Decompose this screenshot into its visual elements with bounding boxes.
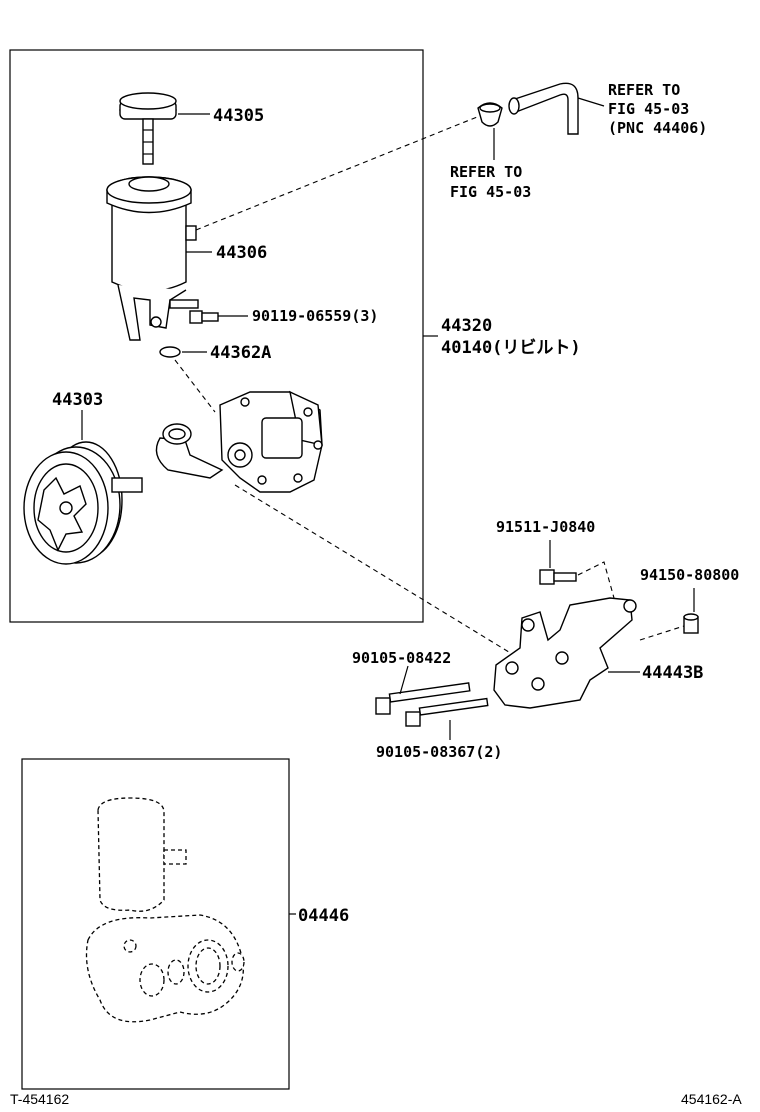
dashed-hose-connection [195, 114, 483, 231]
callout-94150-80800: 94150-80800 [640, 566, 739, 584]
callout-91511-j0840: 91511-J0840 [496, 518, 595, 536]
leader-90105-08422 [399, 665, 409, 695]
callout-44305: 44305 [213, 106, 264, 126]
o-ring-part[interactable] [159, 346, 181, 358]
callout-44303: 44303 [52, 390, 103, 410]
power-steering-pump-part[interactable] [155, 390, 323, 493]
callout-90119-06559: 90119-06559(3) [252, 307, 378, 325]
callout-44362a: 44362A [210, 343, 271, 363]
bolt-91511-part[interactable] [539, 569, 577, 585]
callout-90105-08367: 90105-08367(2) [376, 743, 502, 761]
dashed-pump-connection [174, 359, 216, 413]
bolt-90105-08367-part[interactable] [405, 697, 489, 727]
callout-44443b: 44443B [642, 663, 703, 683]
callout-44320: 44320 [441, 316, 492, 336]
callout-90105-08422: 90105-08422 [352, 649, 451, 667]
bolt-90119-part[interactable] [189, 310, 219, 324]
pump-pulley-part[interactable] [23, 441, 143, 565]
gasket-kit-part[interactable] [85, 797, 245, 1023]
dashed-91511-connection [577, 561, 615, 599]
gasket-kit-frame [21, 758, 290, 1090]
clamp-ref-line-1: REFER TO [450, 163, 522, 181]
pump-bracket-part[interactable] [493, 597, 637, 709]
reservoir-tank-part[interactable] [106, 176, 199, 341]
hose-ref-line-1: REFER TO [608, 81, 680, 99]
clamp-ref-line-2: FIG 45-03 [450, 183, 531, 201]
reservoir-cap-part[interactable] [119, 92, 177, 165]
leader-hose-ref [577, 97, 605, 107]
hose-ref-line-2: FIG 45-03 [608, 100, 689, 118]
callout-04446: 04446 [298, 906, 349, 926]
nut-94150-part[interactable] [683, 613, 699, 634]
callout-40140-rebuilt: 40140(リビルト) [441, 338, 581, 358]
bolt-90105-08422-part[interactable] [375, 682, 471, 715]
hose-clamp-part[interactable] [477, 102, 503, 127]
footer-right-code: 454162-A [681, 1091, 742, 1107]
dashed-94150-connection [639, 625, 685, 641]
footer-left-code: T-454162 [10, 1091, 69, 1107]
hose-ref-line-3: (PNC 44406) [608, 119, 707, 137]
dashed-bracket-connection [234, 484, 523, 661]
callout-44306: 44306 [216, 243, 267, 263]
return-hose-part[interactable] [508, 82, 579, 135]
